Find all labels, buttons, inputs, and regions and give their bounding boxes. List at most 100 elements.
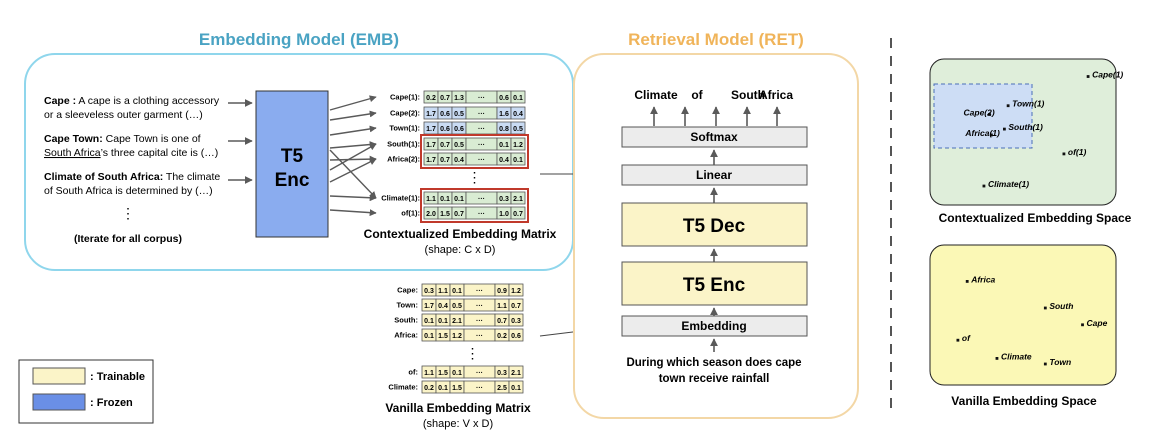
softmax-block [621, 126, 808, 148]
matrix-cell-value: ··· [478, 111, 485, 118]
encoder-output-arrow [329, 141, 377, 149]
matrix-cell-value: 0.5 [454, 142, 464, 149]
matrix-cell [510, 206, 526, 220]
legend-trainable-swatch [32, 367, 86, 385]
matrix-cell [510, 152, 526, 166]
space-point-marker [1062, 152, 1066, 156]
vanilla-matrix-shape: (shape: V x D) [423, 418, 493, 430]
matrix-cell-value: 1.6 [499, 111, 509, 118]
ret-encoder-label: T5 Enc [683, 275, 746, 296]
matrix-cell-value: 0.1 [452, 288, 462, 295]
matrix-cell [508, 313, 524, 327]
matrix-cell-value: 1.1 [424, 370, 434, 377]
van-space-title: Vanilla Embedding Space [951, 394, 1097, 408]
matrix-cell-value: ··· [476, 303, 483, 310]
row-label: of(1): [401, 209, 420, 218]
row-label: Cape(1): [390, 93, 420, 102]
ret-output-token: Africa [759, 88, 793, 102]
encoder-output-arrow [329, 143, 377, 171]
space-point-marker [1043, 306, 1047, 310]
matrix-cell-value: 1.1 [497, 303, 507, 310]
matrix-cell-value: 0.7 [511, 303, 521, 310]
matrix-cell-value: ··· [478, 196, 485, 203]
embedding-block [621, 315, 808, 337]
ctx-matrix-title: Contextualized Embedding Matrix [364, 227, 557, 241]
matrix-cell-value: 1.1 [438, 288, 448, 295]
matrix-cell-value: 0.1 [424, 333, 434, 340]
input-line: Cape : A cape is a clothing accessory [44, 95, 220, 107]
space-point-label: South [1049, 301, 1073, 311]
matrix-cell-value: 0.1 [513, 157, 523, 164]
input-text: Cape Town is one of [103, 133, 201, 145]
ctx-space-title: Contextualized Embedding Space [939, 211, 1132, 225]
input-text: The climate [163, 171, 220, 183]
matrix-cell-value: ··· [476, 318, 483, 325]
row-label: Town: [396, 301, 418, 310]
emb-encoder-label: T5 [281, 146, 304, 167]
input-line: South Africa’s three capital cite is (…) [44, 147, 218, 159]
input-text: A cape is a clothing accessory [76, 95, 220, 107]
matrix-cell-value: 0.9 [497, 288, 507, 295]
matrix-cell-value: 2.1 [452, 318, 462, 325]
matrix-cell-value: ··· [478, 211, 485, 218]
matrix-cell-value: ··· [478, 95, 485, 102]
matrix-cell-value: 0.5 [452, 303, 462, 310]
matrix-cell-value: 0.4 [499, 157, 509, 164]
row-label: Cape(2): [390, 109, 420, 118]
matrix-cell-value: ··· [478, 142, 485, 149]
climate-of-highlight [420, 188, 529, 223]
ret-output-token: Climate [634, 88, 678, 102]
matrix-cell-value: 1.2 [511, 288, 521, 295]
contextualized-space: Cape(1)Town(1)Cape(2)South(1)Africa(1)of… [929, 58, 1132, 225]
matrix-cell-value: 2.1 [513, 196, 523, 203]
matrix-cell-value: 0.7 [440, 157, 450, 164]
input-text: ’s three capital cite is (…) [101, 147, 219, 159]
matrix-cell [508, 283, 524, 297]
matrix-cell-value: 2.1 [511, 370, 521, 377]
south-africa-highlight [420, 134, 529, 169]
input-link: South Africa [44, 147, 101, 159]
matrix-cell-value: 0.1 [511, 385, 521, 392]
matrix-cell-value: 0.3 [497, 370, 507, 377]
matrix-cell-value: 0.3 [511, 318, 521, 325]
input-line: or a sleeveless outer garment (…) [44, 109, 203, 121]
space-point-label: Cape(1) [1092, 70, 1123, 80]
matrix-cell-value: 1.2 [513, 142, 523, 149]
linear-block [621, 164, 808, 186]
matrix-cell-value: 0.1 [438, 385, 448, 392]
matrix-cell-value: 0.3 [424, 288, 434, 295]
space-point-label: Town [1049, 357, 1071, 367]
matrix-cell-value: 0.1 [440, 196, 450, 203]
matrix-cell-value: 2.0 [426, 211, 436, 218]
space-point-label: South(1) [1008, 122, 1043, 132]
emb-title: Embedding Model (EMB) [199, 30, 399, 49]
row-label: South(1): [387, 140, 420, 149]
matrix-cell-value: 0.7 [440, 95, 450, 102]
input-line: Climate of South Africa: The climate [44, 171, 220, 183]
matrix-cell [508, 380, 524, 394]
encoder-output-arrow [329, 155, 377, 163]
encoder-output-arrow [329, 194, 377, 202]
matrix-cell-value: 1.7 [426, 111, 436, 118]
ret-output-token: of [691, 88, 703, 102]
emb-input-3: Climate of South Africa: The climate of … [44, 171, 220, 197]
input-term: Cape Town: [44, 133, 103, 145]
query-line-2: town receive rainfall [659, 373, 770, 385]
matrix-cell-value: 0.4 [454, 157, 464, 164]
space-point-marker [1081, 323, 1084, 327]
matrix-cell-value: ··· [476, 333, 483, 340]
ctx-space-points: Cape(1)Town(1)Cape(2)South(1)Africa(1)of… [964, 70, 1124, 190]
legend-trainable-label: : Trainable [90, 371, 145, 383]
matrix-cell-value: 0.2 [497, 333, 507, 340]
ctx-space-cluster [933, 83, 1033, 149]
matrix-cell-value: 0.2 [426, 95, 436, 102]
